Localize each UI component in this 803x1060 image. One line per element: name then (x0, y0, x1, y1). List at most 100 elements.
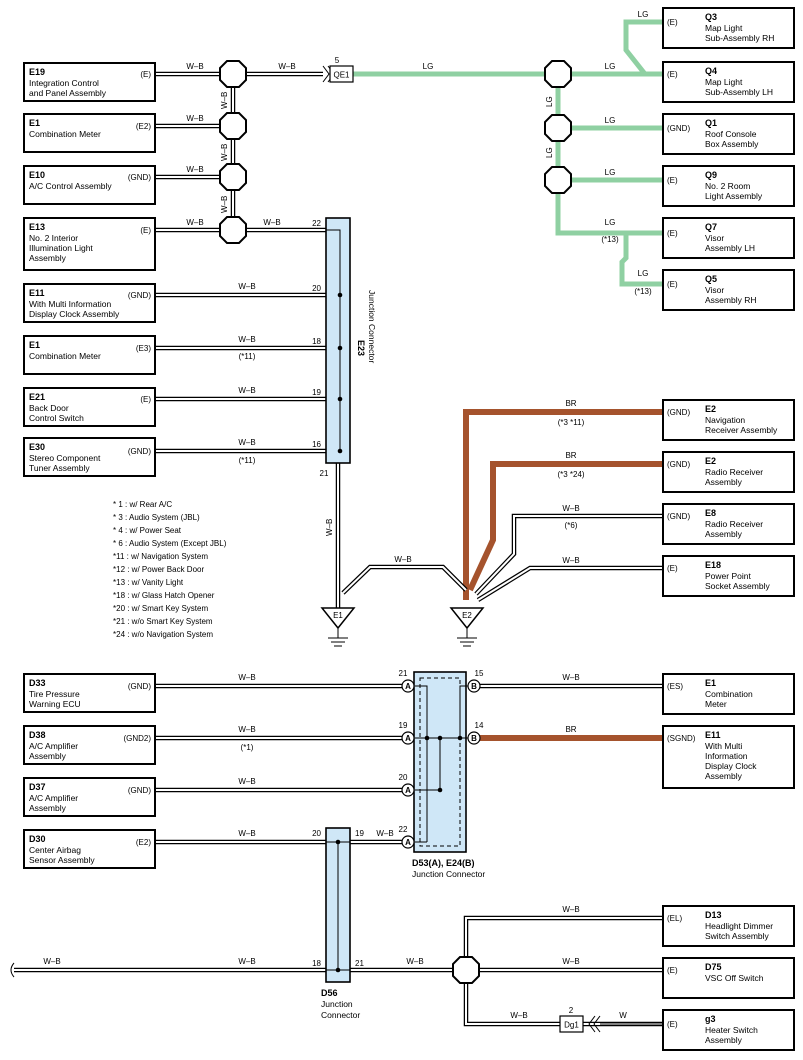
component-code: E19 (29, 67, 45, 77)
component-code: E1 (29, 340, 40, 350)
component-desc: With Multi Information (29, 299, 111, 309)
component-desc: Map Light (705, 77, 743, 87)
splice-points (219, 60, 572, 984)
component-code: E10 (29, 170, 45, 180)
d53-circle-a4: A (405, 838, 411, 847)
d53-pin-15: 15 (475, 669, 484, 678)
component-e21: E21 Back Door Control Switch (E) (23, 387, 156, 427)
wl-q3: LG (638, 10, 649, 19)
footnote: *21 : w/o Smart Key System (113, 617, 213, 626)
wl-e2-left: W–B (394, 555, 411, 564)
component-e1-combination: (ES) E1 Combination Meter (662, 673, 795, 715)
wl-e8: W–B (562, 504, 579, 513)
wl-vert-3: W–B (220, 196, 229, 213)
component-desc: No. 2 Room (705, 181, 750, 191)
d56-name-1: Junction (321, 999, 353, 1009)
qe1-pin: 5 (335, 56, 340, 65)
component-desc: Navigation (705, 415, 745, 425)
splice-q4 (544, 60, 572, 88)
wl-vert-2: W–B (220, 144, 229, 161)
component-desc: Visor (705, 233, 724, 243)
component-d13: (EL) D13 Headlight Dimmer Switch Assembl… (662, 905, 795, 947)
component-code: Q9 (705, 170, 717, 180)
wl-e10: W–B (186, 165, 203, 174)
footnotes: * 1 : w/ Rear A/C * 3 : Audio System (JB… (113, 500, 227, 639)
component-d75: (E) D75 VSC Off Switch (662, 957, 795, 999)
d56-pin-18: 18 (312, 959, 321, 968)
component-code: Q4 (705, 66, 717, 76)
wl-d13: W–B (562, 905, 579, 914)
component-desc: Assembly LH (705, 243, 755, 253)
component-desc: Heater Switch (705, 1025, 758, 1035)
component-desc: Assembly (705, 477, 743, 487)
component-desc: Assembly (705, 1035, 743, 1045)
component-pin: (GND) (667, 124, 690, 133)
component-pin: (GND) (667, 408, 690, 417)
component-q5: (E) Q5 Visor Assembly RH (662, 269, 795, 311)
component-desc: VSC Off Switch (705, 973, 764, 983)
component-code: E11 (705, 730, 721, 740)
component-e1-b: E1 Combination Meter (E3) (23, 335, 156, 375)
wl-e2a: BR (565, 399, 576, 408)
component-d38: D38 A/C Amplifier Assembly (GND2) (23, 725, 156, 765)
component-code: E30 (29, 442, 45, 452)
component-pin: (E2) (136, 838, 151, 847)
component-pin: (GND) (667, 512, 690, 521)
component-code: E1 (29, 118, 40, 128)
footnote: *11 : w/ Navigation System (113, 552, 208, 561)
component-code: D30 (29, 834, 46, 844)
component-q3: (E) Q3 Map Light Sub-Assembly RH (662, 7, 795, 49)
e23-name: Junction Connector (367, 290, 377, 363)
wl-e19: W–B (186, 62, 203, 71)
component-desc: Switch Assembly (705, 931, 770, 941)
component-desc: Assembly RH (705, 295, 756, 305)
mark-e1b: (*11) (239, 352, 256, 361)
e23-pin-16: 16 (312, 440, 321, 449)
d53-circle-a2: A (405, 734, 411, 743)
component-desc: Light Assembly (705, 191, 763, 201)
component-pin: (E2) (136, 122, 151, 131)
component-desc: Stereo Component (29, 453, 101, 463)
component-code: D13 (705, 910, 722, 920)
conditional-marks: (*11) (*11) (*13) (*13) (*3 *11) (*3 *24… (239, 235, 652, 752)
component-desc: Information (705, 751, 748, 761)
component-e8: (GND) E8 Radio Receiver Assembly (662, 503, 795, 545)
d53-circle-b2: B (471, 734, 477, 743)
component-e30: E30 Stereo Component Tuner Assembly (GND… (23, 437, 156, 477)
d56-name-2: Connector (321, 1010, 360, 1020)
wire-labels: W–B W–B W–B W–B W–B W–B W–B W–B W–B W–B … (43, 10, 648, 1020)
component-pin: (E) (667, 176, 678, 185)
wl-g3: W (619, 1011, 627, 1020)
d53-circle-a3: A (405, 786, 411, 795)
component-desc: and Panel Assembly (29, 88, 107, 98)
component-d33: D33 Tire Pressure Warning ECU (GND) (23, 673, 156, 713)
component-q4: (E) Q4 Map Light Sub-Assembly LH (662, 61, 795, 103)
component-code: E18 (705, 560, 721, 570)
d56-pin-19: 19 (355, 829, 364, 838)
component-e11: E11 With Multi Information Display Clock… (23, 283, 156, 323)
ground-e2-label: E2 (462, 611, 472, 620)
component-pin: (GND) (128, 173, 151, 182)
component-pin: (E) (667, 70, 678, 79)
component-desc: Control Switch (29, 413, 84, 423)
e23-pin-22: 22 (312, 219, 321, 228)
ground-e2: E2 (449, 607, 485, 647)
component-pin: (GND) (128, 447, 151, 456)
component-desc: Combination Meter (29, 351, 101, 361)
footnote: * 6 : Audio System (Except JBL) (113, 539, 227, 548)
component-e2-navigation: (GND) E2 Navigation Receiver Assembly (662, 399, 795, 441)
footnote: *24 : w/o Navigation System (113, 630, 213, 639)
junction-d53-e24: A A A A B B 21 19 20 22 15 14 D53(A), E2… (399, 669, 486, 879)
component-code: D75 (705, 962, 722, 972)
d53-name: Junction Connector (412, 869, 485, 879)
component-e19: E19 Integration Control and Panel Assemb… (23, 62, 156, 102)
mark-e2a: (*3 *11) (558, 418, 585, 427)
wl-lg-vert-1: LG (545, 96, 554, 107)
ground-e1: E1 (320, 607, 356, 647)
wl-e2b: BR (565, 451, 576, 460)
component-code: Q7 (705, 222, 717, 232)
d53-pin-20: 20 (399, 773, 408, 782)
qe1-label: QE1 (333, 71, 350, 80)
component-q1: (GND) Q1 Roof Console Box Assembly (662, 113, 795, 155)
